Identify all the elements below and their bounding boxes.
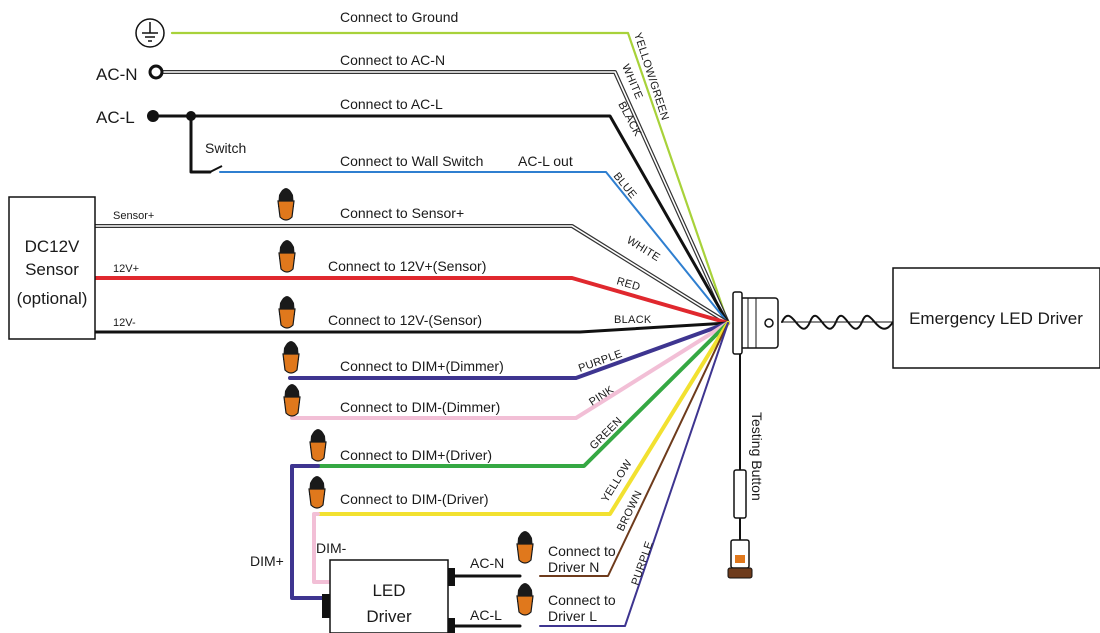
led-driver-box xyxy=(329,559,449,633)
ac-n-terminal xyxy=(148,64,164,80)
wire-nut xyxy=(516,531,534,564)
switch-junction xyxy=(186,111,196,121)
conduit-connector xyxy=(732,291,779,355)
emergency-driver-box xyxy=(892,267,1100,369)
wire-purple-bottom xyxy=(539,322,729,627)
led-driver-line2: Driver xyxy=(366,607,412,626)
wl-pink: PINK xyxy=(587,384,616,409)
led-driver-left-tab xyxy=(322,594,330,618)
led-driver-right-tab-l xyxy=(448,618,455,633)
led-driver-ac-n: AC-N xyxy=(470,555,504,571)
conn-sensor-plus: Connect to Sensor+ xyxy=(340,205,464,221)
wire-ac-n xyxy=(156,70,730,325)
conn-driver-l-1: Connect to xyxy=(548,592,616,608)
conn-12v-plus: Connect to 12V+(Sensor) xyxy=(328,258,486,274)
labels: Connect to Ground Connect to AC-N Connec… xyxy=(17,9,1084,626)
conn-12v-minus: Connect to 12V-(Sensor) xyxy=(328,312,482,328)
term-ac-n: AC-N xyxy=(96,65,138,84)
sensor-line1: DC12V xyxy=(25,237,80,256)
switch-symbol xyxy=(209,165,223,173)
conn-ac-l: Connect to AC-L xyxy=(340,96,443,112)
wire-purple xyxy=(288,321,730,380)
led-driver-line1: LED xyxy=(372,581,405,600)
wl-purple-bottom: PURPLE xyxy=(629,540,655,587)
conn-ac-l-out: AC-L out xyxy=(518,153,573,169)
term-switch: Switch xyxy=(205,140,246,156)
led-driver-dim-plus: DIM+ xyxy=(250,553,284,569)
ground-symbol xyxy=(135,18,165,48)
wire-brown xyxy=(539,322,729,577)
wire-blue xyxy=(219,171,729,324)
conn-dim-plus-driver: Connect to DIM+(Driver) xyxy=(340,447,492,463)
pin-sensor-plus: Sensor+ xyxy=(113,210,154,222)
wire-nuts xyxy=(277,188,534,616)
wire-nut xyxy=(516,583,534,616)
pin-12v-minus: 12V- xyxy=(113,317,136,329)
conn-driver-n-1: Connect to xyxy=(548,543,616,559)
conn-dim-minus-dimmer: Connect to DIM-(Dimmer) xyxy=(340,399,500,415)
led-driver-right-tab-n xyxy=(448,568,455,586)
conn-driver-n-2: Driver N xyxy=(548,559,599,575)
sensor-line2: Sensor xyxy=(25,260,79,279)
wl-black: BLACK xyxy=(614,314,652,326)
wire-ac-l xyxy=(151,114,730,325)
pin-12v-plus: 12V+ xyxy=(113,263,139,275)
testing-button xyxy=(727,469,753,579)
conn-ground: Connect to Ground xyxy=(340,9,458,25)
wire-yellow xyxy=(316,321,730,516)
conn-ac-n: Connect to AC-N xyxy=(340,52,445,68)
term-ac-l: AC-L xyxy=(96,108,135,127)
sensor-box xyxy=(8,196,96,340)
emergency-driver-title: Emergency LED Driver xyxy=(909,309,1083,328)
wire-red xyxy=(93,276,730,325)
wire-nut xyxy=(277,188,295,221)
wire-driver-dim-plus xyxy=(290,464,324,600)
ac-l-terminal xyxy=(147,110,159,122)
wire-nut xyxy=(309,429,327,462)
conn-wall-switch: Connect to Wall Switch xyxy=(340,153,483,169)
switch-wire xyxy=(189,114,212,174)
led-driver-dim-minus: DIM- xyxy=(316,540,347,556)
wire-nut xyxy=(278,296,296,329)
conn-dim-minus-driver: Connect to DIM-(Driver) xyxy=(340,491,489,507)
wires xyxy=(93,31,894,628)
conn-driver-l-2: Driver L xyxy=(548,608,597,624)
wire-pink xyxy=(290,321,730,420)
sensor-line3: (optional) xyxy=(17,289,88,308)
wire-black xyxy=(93,321,730,334)
conn-dim-plus-dimmer: Connect to DIM+(Dimmer) xyxy=(340,358,504,374)
wl-white: WHITE xyxy=(624,234,662,264)
wire-ground xyxy=(170,31,730,325)
wire-nut xyxy=(282,341,300,374)
wire-nut xyxy=(283,384,301,417)
wire-nut xyxy=(278,240,296,273)
wire-driver-dim-minus xyxy=(312,512,332,584)
testing-button-label: Testing Button xyxy=(749,412,765,501)
led-driver-ac-l: AC-L xyxy=(470,607,502,623)
wire-green xyxy=(316,321,730,468)
wire-nut xyxy=(308,476,326,509)
